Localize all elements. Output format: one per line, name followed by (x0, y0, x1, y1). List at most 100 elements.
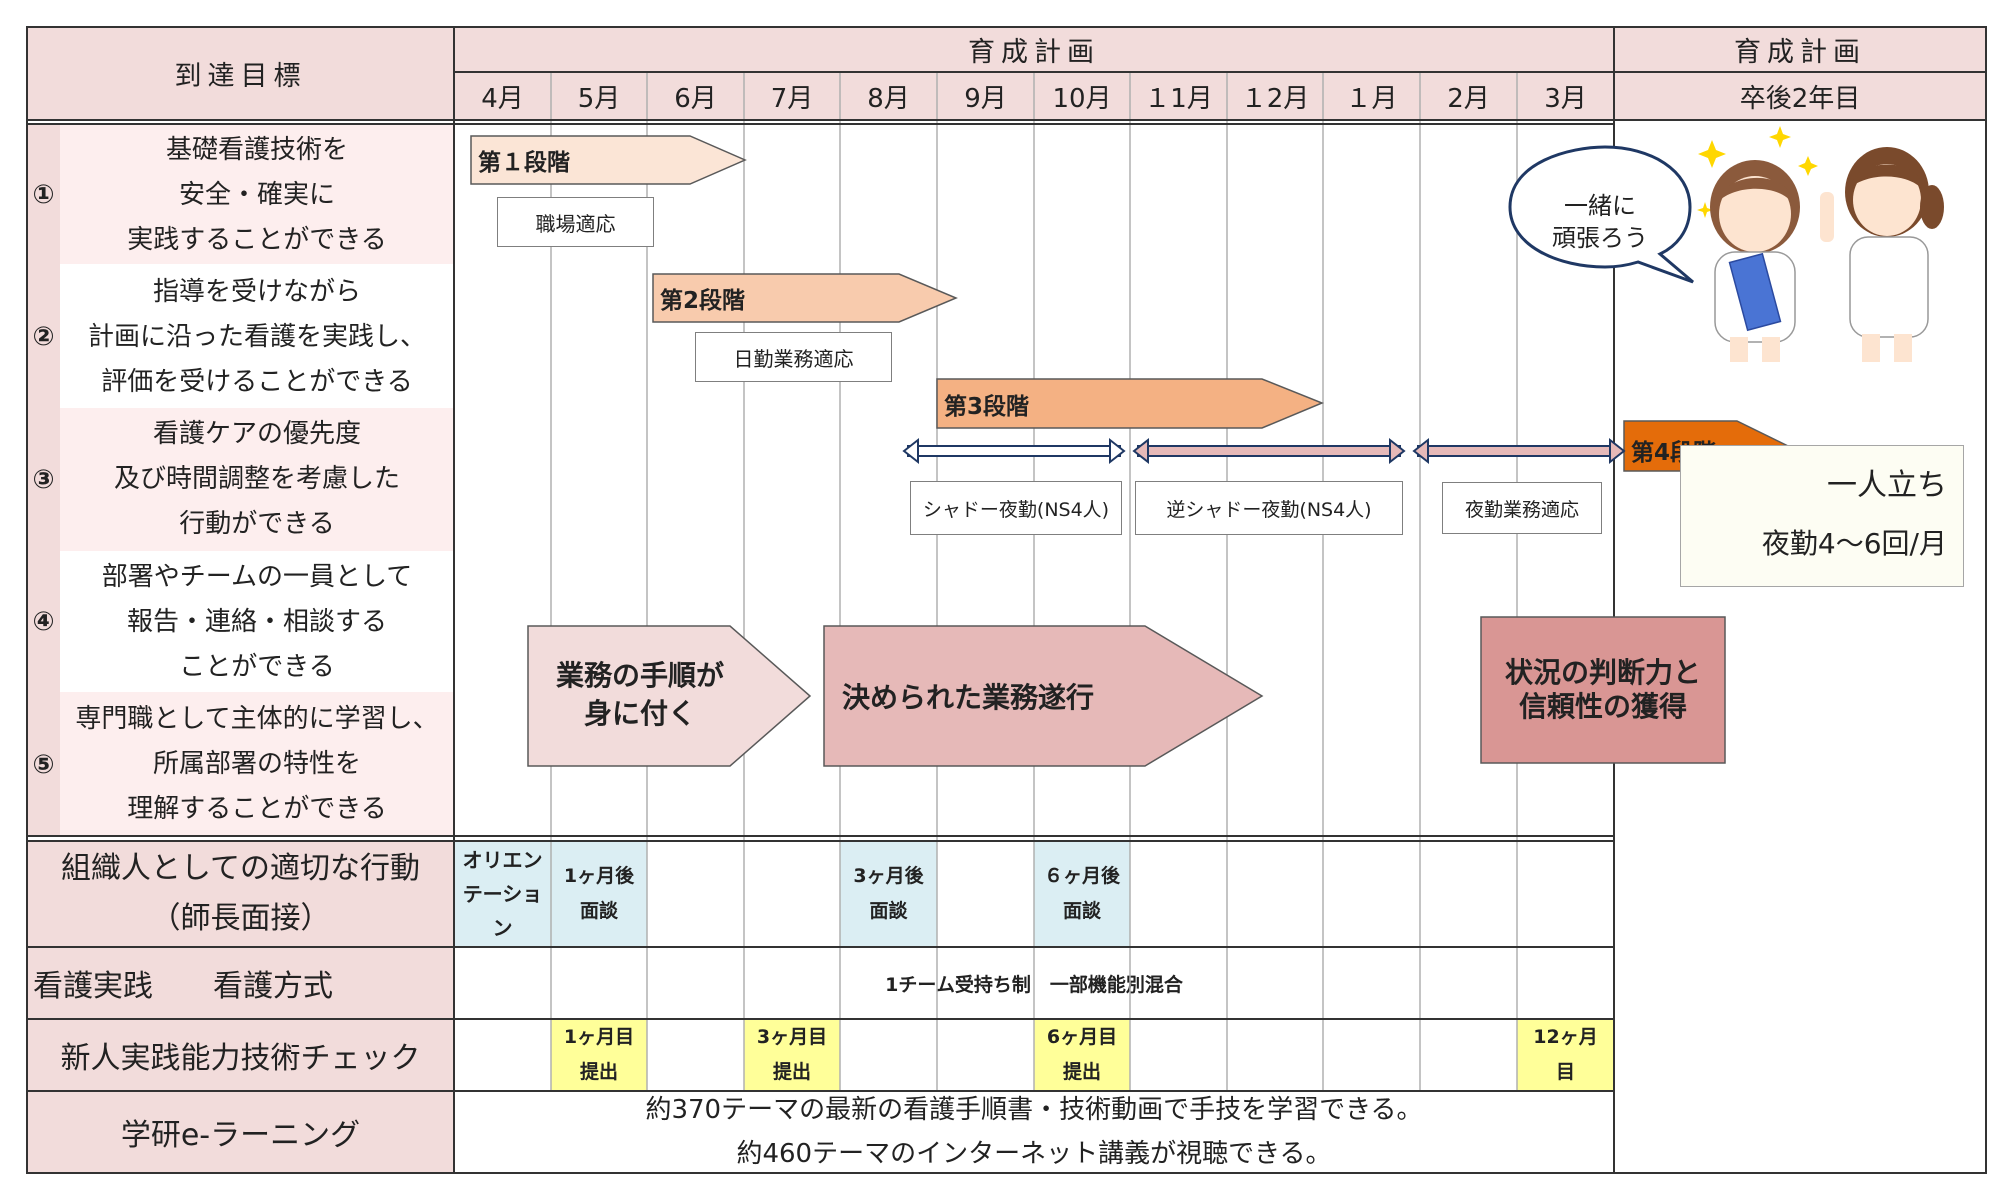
goal-line: 行動ができる (179, 509, 335, 539)
year2-cell: 卒後2年目 (1614, 72, 1986, 120)
elearn-row-label: 学研e-ラーニング (27, 1091, 454, 1173)
night-adapt-note: 夜勤業務適応 (1442, 482, 1602, 534)
check-12m-cell: 12ヶ月 目 (1517, 1019, 1614, 1091)
goal-header-label: 到達目標 (174, 61, 307, 92)
stage1-note-text: 職場適応 (535, 211, 616, 236)
month-label: 9月 (964, 83, 1007, 114)
check-line: 1ヶ月目 (563, 1026, 635, 1048)
orientation-line: オリエン (462, 848, 543, 872)
practice-row-label: 看護実践 看護方式 (27, 947, 454, 1019)
stage1-label: 第１段階 (478, 150, 570, 176)
night-frequency-text: 夜勤4～6回/月 (1761, 527, 1947, 560)
check-row-label: 新人実践能力技術チェック (27, 1019, 454, 1091)
month-cell: 3月 (1517, 72, 1614, 120)
check-label-text: 新人実践能力技術チェック (60, 1041, 421, 1076)
month-cell: 8月 (840, 72, 937, 120)
goal-header: 到達目標 (27, 27, 454, 120)
interview-line: 3ヶ月後 (853, 865, 924, 887)
interview-3m-cell: 3ヶ月後 面談 (840, 841, 937, 947)
goal-row-bg (60, 124, 454, 264)
check-line: 提出 (772, 1061, 811, 1083)
interview-line: 面談 (869, 900, 908, 922)
month-label: 10月 (1052, 83, 1112, 114)
big-arrow-1-text: 業務の手順が 身に付く (540, 650, 740, 740)
goal-line: 看護ケアの優先度 (152, 419, 361, 449)
goal-text: 基礎看護技術を 安全・確実に 実践することができる (60, 124, 454, 266)
goal-text: 看護ケアの優先度 及び時間調整を考慮した 行動ができる (60, 408, 454, 551)
interview-1m-cell: 1ヶ月後 面談 (551, 841, 647, 947)
goal-line: 指導を受けながら (152, 276, 361, 307)
month-label: １月 (1345, 83, 1398, 114)
orientation-cell: オリエン テーショ ン (454, 841, 551, 947)
shadow-arrow (902, 437, 1126, 465)
month-cell: 2月 (1420, 72, 1517, 120)
goal-row-bg (60, 408, 454, 551)
goal-line: 理解することができる (127, 794, 387, 824)
reverse-shadow-note: 逆シャドー夜勤(NS4人) (1135, 481, 1403, 535)
goal-number-text: ⑤ (32, 749, 55, 780)
goal-number: ④ (27, 551, 60, 693)
nurse-left-icon (1710, 160, 1800, 362)
goal-line: 所属部署の特性を (152, 749, 361, 779)
month-cell: 10月 (1034, 72, 1130, 120)
independent-text: 一人立ち (1827, 468, 1947, 503)
night-adapt-note-text: 夜勤業務適応 (1464, 498, 1579, 521)
sparkle-icon (1697, 126, 1818, 218)
goal-number: ① (27, 124, 60, 266)
month-label: 3月 (1544, 83, 1587, 114)
check-1m-cell: 1ヶ月目 提出 (551, 1019, 647, 1091)
reverse-shadow-note-text: 逆シャドー夜勤(NS4人) (1166, 498, 1372, 521)
interview-line: 1ヶ月後 (563, 865, 635, 887)
month-cell: １2月 (1227, 72, 1323, 120)
month-cell: １月 (1323, 72, 1420, 120)
goal-number-text: ② (32, 322, 55, 352)
month-cell: 7月 (744, 72, 840, 120)
org-row-label: 組織人としての適切な行動 （師長面接） (27, 841, 454, 947)
check-line: 6ヶ月目 (1046, 1026, 1118, 1048)
big-arrow-line: 業務の手順が (555, 659, 724, 692)
nurse-right-icon (1820, 147, 1944, 362)
elearn-label-text: 学研e-ラーニング (120, 1118, 361, 1153)
goal-text: 専門職として主体的に学習し、 所属部署の特性を 理解することができる (60, 693, 454, 836)
goal-line: 安全・確実に (178, 179, 335, 210)
speech-line: 頑張ろう (1552, 224, 1648, 252)
speech-text: 一緒に 頑張ろう (1510, 172, 1690, 272)
month-cell: 5月 (551, 72, 647, 120)
goal-text: 指導を受けながら 計画に沿った看護を実践し、 評価を受けることができる (60, 266, 454, 408)
goal-line: 基礎看護技術を (165, 134, 348, 165)
month-cell: １1月 (1130, 72, 1227, 120)
check-line: 3ヶ月目 (756, 1026, 828, 1048)
month-cell: 9月 (937, 72, 1034, 120)
stage2-arrow (652, 273, 958, 323)
plan-header-label: 育成計画 (968, 37, 1100, 68)
big-arrow-1 (527, 625, 812, 767)
goal-line: 及び時間調整を考慮した (113, 464, 400, 494)
stage2-label: 第2段階 (660, 288, 746, 314)
goal-line: 評価を受けることができる (101, 366, 413, 397)
elearn-line: 約460テーマのインターネット講義が視聴できる。 (736, 1139, 1332, 1169)
big-arrow-2-text: 決められた業務遂行 (842, 681, 1095, 714)
stage2-note-text: 日勤業務適応 (733, 346, 854, 371)
big-box-line: 状況の判断力と (1504, 656, 1701, 689)
goal-number-column (27, 124, 60, 836)
elearn-line: 約370テーマの最新の看護手順書・技術動画で手技を学習できる。 (645, 1095, 1423, 1125)
month-label: 2月 (1447, 83, 1490, 114)
big-arrow-line: 身に付く (583, 697, 696, 730)
elearn-value: 約370テーマの最新の看護手順書・技術動画で手技を学習できる。 約460テーマの… (454, 1091, 1614, 1173)
month-label: １2月 (1240, 83, 1310, 114)
month-label: 5月 (577, 83, 621, 114)
stage2-note: 日勤業務適応 (695, 332, 892, 382)
goal-number: ② (27, 266, 60, 408)
night-adapt-arrow (1412, 437, 1626, 465)
year2-label: 卒後2年目 (1739, 83, 1861, 114)
interview-line: 面談 (579, 900, 618, 922)
goal-number: ⑤ (27, 693, 60, 836)
goal-number-text: ④ (32, 607, 55, 637)
month-label: 6月 (674, 83, 717, 114)
independent-box: 一人立ち 夜勤4～6回/月 (1680, 445, 1964, 587)
check-line: 目 (1555, 1061, 1575, 1083)
goal-line: 専門職として主体的に学習し、 (75, 704, 439, 734)
goal-number-text: ① (32, 180, 55, 210)
goal-number-text: ③ (32, 464, 55, 495)
